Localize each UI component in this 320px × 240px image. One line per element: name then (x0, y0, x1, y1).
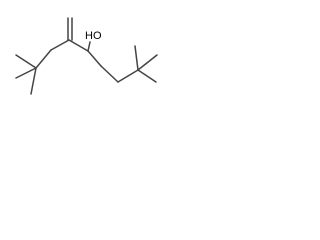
bond-right-methyl-bottom (137, 69, 157, 83)
bond-ch2-to-alkene-carbon (50, 39, 70, 51)
bond-right-methyl-top (134, 45, 139, 71)
bond-left-methyl-side (15, 67, 37, 79)
bond-left-quaternary-to-ch2 (35, 49, 52, 69)
bond-right-methyl-side (137, 54, 158, 71)
bond-left-methyl-top (15, 54, 37, 69)
bond-alkene-to-carbinol (68, 39, 89, 52)
bond-carbinol-to-ch2-a (87, 50, 102, 67)
bond-ch2-a-to-ch2-b (100, 65, 119, 83)
bond-ch2-b-to-quaternary (117, 69, 139, 83)
bond-carbinol-to-hydroxyl (87, 41, 91, 52)
bond-left-methyl-bottom (30, 67, 37, 95)
skeletal-formula-diagram: HO (15, 17, 158, 95)
hydroxyl-label: HO (85, 30, 102, 42)
